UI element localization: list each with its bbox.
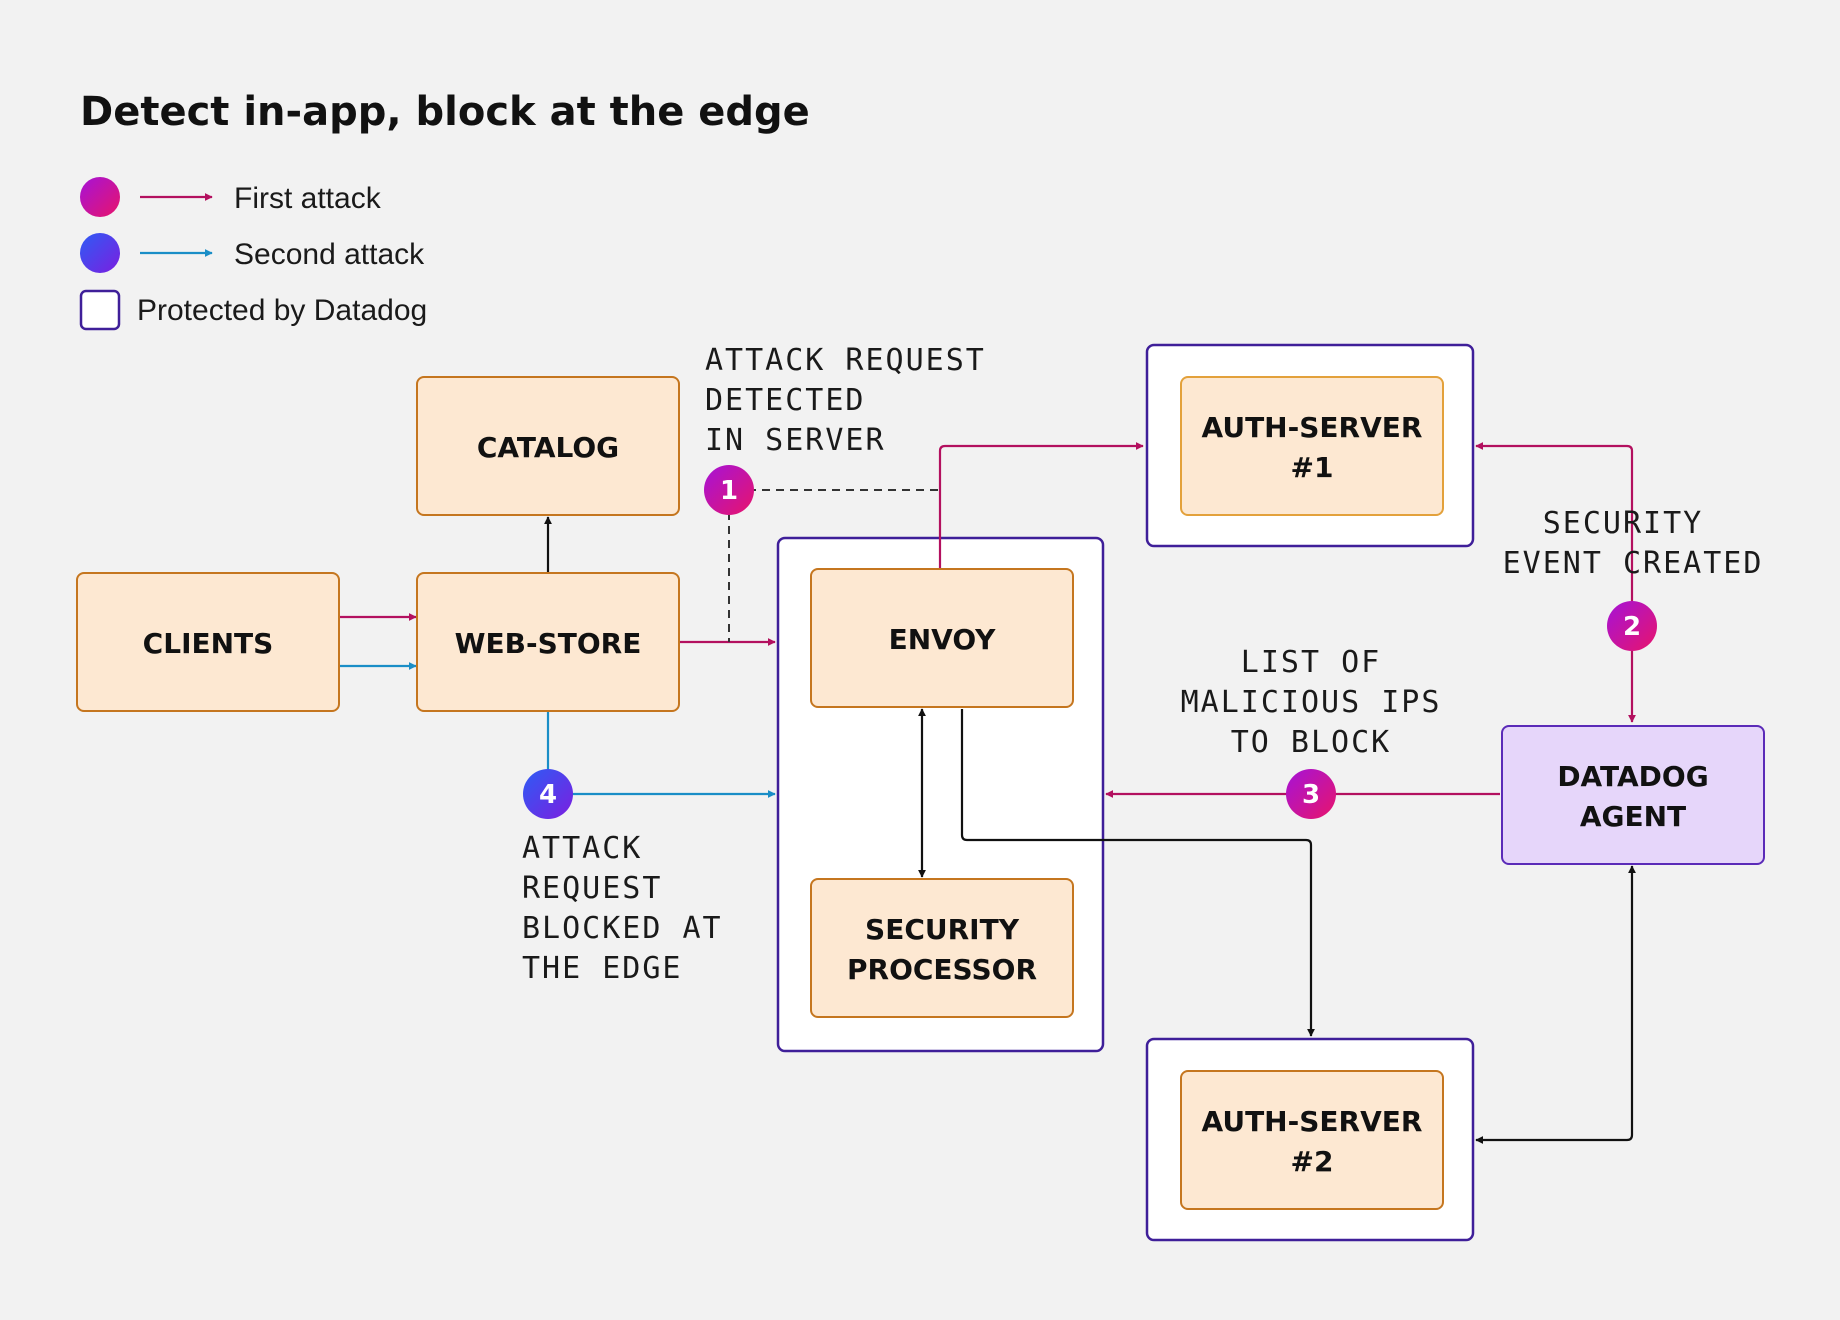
- step-2-circle-icon: [1607, 601, 1657, 651]
- envoy-node[interactable]: ENVOY: [810, 568, 1074, 708]
- step-1-number: 1: [720, 476, 738, 506]
- envoy-to-auth1-arrow: [938, 442, 1144, 569]
- clients-node[interactable]: CLIENTS: [76, 572, 340, 712]
- web-store-label: WEB-STORE: [455, 627, 642, 660]
- step-badge-4: 4: [523, 769, 573, 819]
- legend-first-attack: First attack: [234, 182, 382, 215]
- envoy-to-auth2-arrow: [960, 709, 1315, 1037]
- malicious-ips-line-2: MALICIOUS IPS: [1181, 685, 1442, 720]
- first-attack-dot-icon: [80, 177, 120, 217]
- catalog-box: [416, 376, 680, 516]
- catalog-node[interactable]: CATALOG: [416, 376, 680, 516]
- malicious-ips-line-1: LIST OF: [1241, 645, 1381, 680]
- attack-blocked-line-4: THE EDGE: [522, 951, 683, 986]
- attack-blocked-line-1: ATTACK: [522, 831, 642, 866]
- envoy-box: [810, 568, 1074, 708]
- annotation-security-event: SECURITY EVENT CREATED: [1503, 506, 1764, 581]
- annotation-malicious-ips: LIST OF MALICIOUS IPS TO BLOCK: [1181, 645, 1442, 760]
- security-event-line-2: EVENT CREATED: [1503, 546, 1764, 581]
- annotation-attack-detected: ATTACK REQUEST DETECTED IN SERVER: [705, 343, 986, 458]
- protected-box-icon: [79, 289, 121, 331]
- malicious-ips-line-3: TO BLOCK: [1231, 725, 1392, 760]
- step-badge-1: 1: [704, 465, 754, 515]
- attack-detected-line-3: IN SERVER: [705, 423, 886, 458]
- envoy-label: ENVOY: [889, 623, 997, 656]
- step-3-circle-icon: [1286, 769, 1336, 819]
- catalog-label: CATALOG: [477, 431, 619, 464]
- auth-server-1-label-1: AUTH-SERVER: [1202, 411, 1423, 444]
- annotation-attack-blocked: ATTACK REQUEST BLOCKED AT THE EDGE: [522, 831, 723, 986]
- step-3-number: 3: [1302, 780, 1320, 810]
- step-4-circle-icon: [523, 769, 573, 819]
- security-processor-box: [810, 878, 1074, 1018]
- diagram-title: Detect in-app, block at the edge: [80, 89, 810, 135]
- security-processor-label-1: SECURITY: [865, 913, 1020, 946]
- step-badge-2: 2: [1607, 601, 1657, 651]
- security-processor-node[interactable]: SECURITY PROCESSOR: [810, 878, 1074, 1018]
- auth-server-2-box: [1180, 1070, 1444, 1210]
- step-badge-3: 3: [1286, 769, 1336, 819]
- auth-server-2-label-2: #2: [1291, 1145, 1334, 1178]
- clients-box: [76, 572, 340, 712]
- auth-server-2-node[interactable]: AUTH-SERVER #2: [1180, 1070, 1444, 1210]
- datadog-agent-label-1: DATADOG: [1557, 760, 1708, 793]
- auth-server-1-label-2: #1: [1291, 451, 1334, 484]
- clients-label: CLIENTS: [143, 627, 274, 660]
- step-2-number: 2: [1623, 612, 1641, 642]
- security-processor-label-2: PROCESSOR: [847, 953, 1037, 986]
- attack-blocked-line-3: BLOCKED AT: [522, 911, 723, 946]
- attack-blocked-line-2: REQUEST: [522, 871, 662, 906]
- datadog-agent-box: [1501, 725, 1765, 865]
- legend-protected: Protected by Datadog: [137, 294, 427, 327]
- auth-server-2-label-1: AUTH-SERVER: [1202, 1105, 1423, 1138]
- step-4-number: 4: [539, 780, 557, 810]
- auth-server-1-node[interactable]: AUTH-SERVER #1: [1180, 376, 1444, 516]
- auth1-to-agent-line: [1475, 442, 1634, 602]
- connectors: [339, 442, 1636, 1144]
- datadog-agent-label-2: AGENT: [1580, 800, 1686, 833]
- security-event-line-1: SECURITY: [1543, 506, 1704, 541]
- step-1-circle-icon: [704, 465, 754, 515]
- second-attack-dot-icon: [80, 233, 120, 273]
- web-store-box: [416, 572, 680, 712]
- legend: First attack Second attack Protected by …: [79, 177, 427, 331]
- auth2-agent-bidirectional-arrow: [1475, 865, 1636, 1144]
- datadog-agent-node[interactable]: DATADOG AGENT: [1501, 725, 1765, 865]
- web-store-node[interactable]: WEB-STORE: [416, 572, 680, 712]
- attack-detected-line-2: DETECTED: [705, 383, 866, 418]
- legend-second-attack: Second attack: [234, 238, 425, 271]
- attack-detected-line-1: ATTACK REQUEST: [705, 343, 986, 378]
- auth-server-1-box: [1180, 376, 1444, 516]
